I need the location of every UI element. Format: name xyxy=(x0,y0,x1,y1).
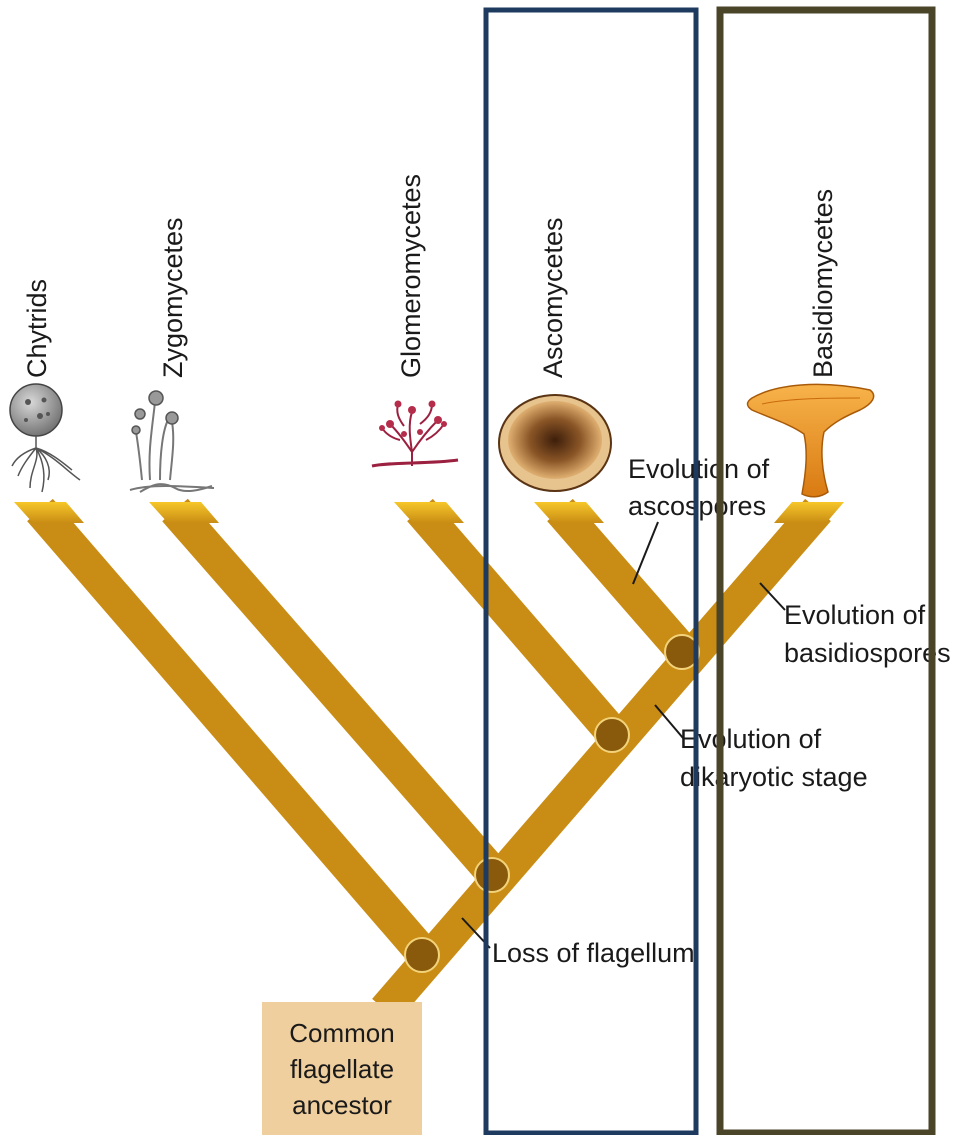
taxon-labels: Chytrids Zygomycetes Glomeromycetes Asco… xyxy=(22,174,838,378)
node-ascomycetes-split xyxy=(664,634,700,670)
node-glomeromycetes-split xyxy=(594,717,630,753)
chytrids-branch-tip xyxy=(14,502,84,523)
zygomycetes-branch xyxy=(162,498,505,884)
chytrid-icon xyxy=(9,383,81,493)
node-zygomycetes-split xyxy=(474,857,510,893)
glomeromycetes-branch-tip xyxy=(394,502,464,523)
taxon-label-basidiomycetes: Basidiomycetes xyxy=(808,189,838,378)
taxon-label-zygomycetes: Zygomycetes xyxy=(158,217,188,378)
common-ancestor-box: Common flagellate ancestor xyxy=(262,1002,422,1135)
glomeromycetes-branch xyxy=(407,498,625,744)
zygomycete-icon xyxy=(129,390,215,493)
branch-tips xyxy=(14,502,844,523)
taxon-label-ascomycetes: Ascomycetes xyxy=(538,217,568,378)
ancestor-label-line3: ancestor xyxy=(292,1090,392,1120)
taxon-label-glomeromycetes: Glomeromycetes xyxy=(396,174,426,378)
tree-branches xyxy=(27,498,831,1022)
basidiospores-event-label-line2: basidiospores xyxy=(784,638,951,668)
dikaryotic-event-label-line1: Evolution of xyxy=(680,724,822,754)
taxon-label-chytrids: Chytrids xyxy=(22,279,52,378)
main-trunk-branch xyxy=(372,498,831,1022)
glomeromycete-icon xyxy=(371,400,459,468)
basidiospores-pointer xyxy=(759,582,786,611)
dikaryotic-event-label-line2: dikaryotic stage xyxy=(680,762,868,792)
basidiomycetes-branch-tip xyxy=(774,502,844,523)
ascomycetes-branch xyxy=(547,498,695,662)
basidiomycetes-highlight-box xyxy=(716,6,936,1135)
node-chytrids-split xyxy=(404,937,440,973)
ancestor-label-line1: Common xyxy=(289,1018,394,1048)
zygomycetes-branch-tip xyxy=(149,502,219,523)
event-labels: Evolution of ascospores Evolution of bas… xyxy=(492,454,951,968)
chytrids-branch xyxy=(27,498,435,964)
basidiomycete-icon xyxy=(746,383,875,498)
ascomycetes-highlight-box xyxy=(483,7,699,1135)
ancestor-label-line2: flagellate xyxy=(290,1054,394,1084)
dikaryotic-pointer xyxy=(654,704,684,739)
flagellum-event-label: Loss of flagellum xyxy=(492,938,695,968)
ancestor-box-background xyxy=(262,1002,422,1135)
ascomycetes-branch-tip xyxy=(534,502,604,523)
ascospores-pointer xyxy=(632,521,659,585)
basidiospores-event-label-line1: Evolution of xyxy=(784,600,926,630)
ascomycete-icon xyxy=(498,394,612,492)
ascospores-event-label-line1: Evolution of xyxy=(628,454,770,484)
